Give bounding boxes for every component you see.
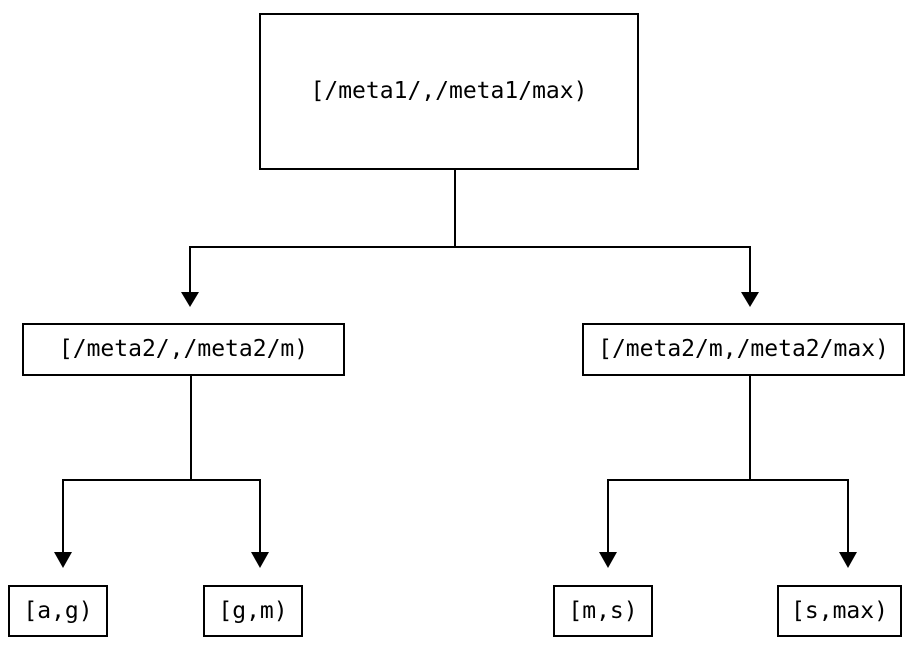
connector-left-to-leaves	[54, 376, 269, 568]
tree-node-meta2-high: [/meta2/m,/meta2/max)	[582, 323, 905, 376]
tree-leaf-a-g: [a,g)	[8, 585, 108, 637]
connector-root-to-children	[181, 170, 759, 307]
tree-node-meta2-high-label: [/meta2/m,/meta2/max)	[598, 336, 889, 362]
arrow-down-icon	[181, 292, 199, 307]
arrow-down-icon	[599, 552, 617, 568]
connector-right-to-leaves	[599, 376, 857, 568]
arrow-down-icon	[251, 552, 269, 568]
tree-leaf-a-g-label: [a,g)	[23, 597, 93, 624]
arrow-down-icon	[741, 292, 759, 307]
tree-node-meta2-low-label: [/meta2/,/meta2/m)	[58, 336, 309, 362]
tree-leaf-g-m-label: [g,m)	[218, 597, 288, 624]
tree-node-meta2-low: [/meta2/,/meta2/m)	[22, 323, 345, 376]
tree-leaf-g-m: [g,m)	[203, 585, 303, 637]
tree-leaf-s-max: [s,max)	[777, 585, 902, 637]
tree-leaf-s-max-label: [s,max)	[791, 597, 888, 624]
tree-leaf-m-s-label: [m,s)	[568, 597, 638, 624]
arrow-down-icon	[839, 552, 857, 568]
tree-node-root-label: [/meta1/,/meta1/max)	[310, 78, 588, 104]
arrow-down-icon	[54, 552, 72, 568]
tree-leaf-m-s: [m,s)	[553, 585, 653, 637]
tree-node-root: [/meta1/,/meta1/max)	[259, 13, 639, 170]
